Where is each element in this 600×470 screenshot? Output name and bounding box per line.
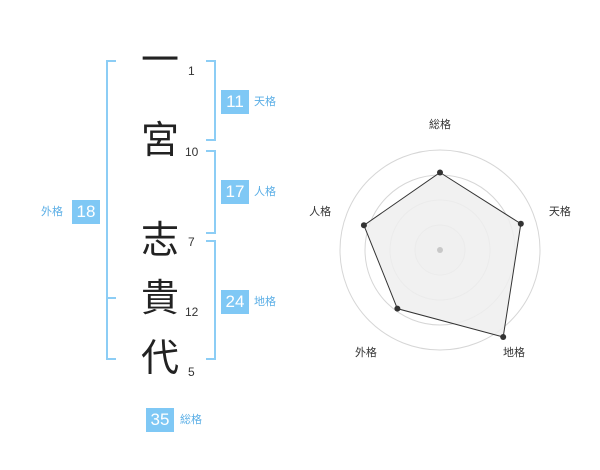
jinkaku-label: 人格 (254, 185, 276, 198)
radar-point-3 (500, 333, 507, 340)
stroke-count-4: 12 (185, 305, 199, 319)
radar-center-dot (437, 247, 443, 253)
gaikaku-value: 18 (72, 200, 100, 224)
chikaku-label: 地格 (254, 295, 276, 308)
name-char-5: 代 (140, 336, 179, 380)
chikaku-bracket (206, 240, 216, 360)
stroke-count-3: 7 (188, 235, 195, 249)
radar-point-1 (437, 169, 443, 176)
gaikaku-label: 外格 (41, 205, 63, 218)
radar-grid-ring-4 (339, 149, 541, 351)
name-char-4: 貴 (140, 276, 179, 320)
soukaku-value: 35 (146, 408, 174, 432)
name-char-1: 一 (140, 38, 179, 82)
soukaku-label: 総格 (180, 413, 202, 426)
chikaku-value: 24 (221, 290, 249, 314)
radar-series-area (363, 171, 522, 338)
radar-axis-label-5: 人格 (309, 204, 331, 218)
tenkaku-value: 11 (221, 90, 249, 114)
jinkaku-bracket (206, 150, 216, 234)
name-char-2: 宮 (140, 118, 179, 162)
radar-point-4 (394, 305, 401, 312)
name-char-3: 志 (140, 218, 179, 262)
stroke-count-1: 1 (188, 64, 195, 78)
radar-point-5 (360, 222, 367, 229)
radar-axis-label-4: 外格 (355, 345, 377, 359)
gaikaku-inner-tick (106, 297, 116, 299)
radar-axis-label-2: 天格 (549, 204, 571, 218)
jinkaku-value: 17 (221, 180, 249, 204)
stroke-count-2: 10 (185, 145, 199, 159)
radar-axis-label-3: 地格 (503, 345, 525, 359)
tenkaku-label: 天格 (254, 95, 276, 108)
radar-axis-label-1: 総格 (429, 117, 451, 131)
radar-point-2 (517, 220, 524, 227)
gaikaku-bracket (106, 60, 116, 360)
tenkaku-bracket (206, 60, 216, 141)
stroke-count-5: 5 (188, 365, 195, 379)
